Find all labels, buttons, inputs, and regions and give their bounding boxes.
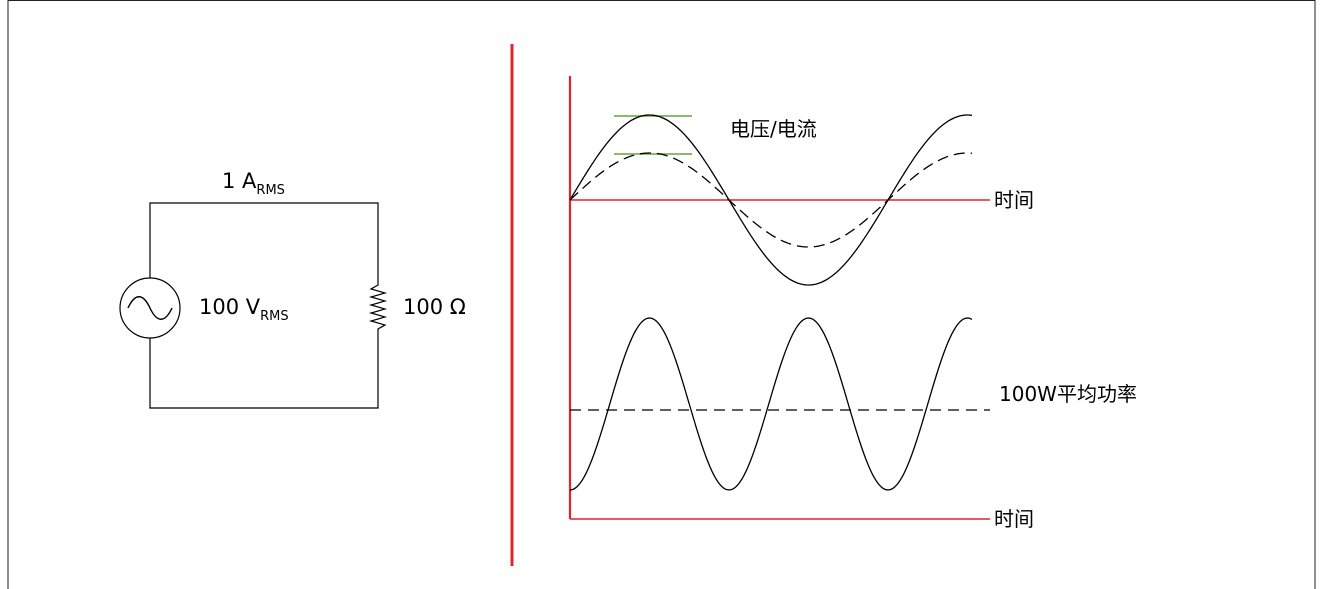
outer-border	[7, 0, 1316, 589]
circuit-wire-bottom	[149, 338, 379, 409]
resistor-value-label: 100 Ω	[403, 295, 466, 319]
circuit-wire-top	[149, 202, 379, 278]
current-waveform	[569, 152, 973, 248]
voltage-waveform	[569, 114, 973, 286]
average-power-label: 100W平均功率	[999, 382, 1137, 406]
ac-source-icon	[119, 277, 181, 339]
resistor-icon	[368, 278, 388, 338]
lower-time-label: 时间	[994, 507, 1034, 531]
power-waveform	[569, 317, 973, 491]
voltage-current-label: 电压/电流	[730, 117, 817, 141]
source-voltage-label: 100 VRMS	[199, 295, 289, 324]
waveform-panel: 电压/电流 时间 100W平均功率 时间	[568, 76, 1137, 531]
current-label: 1 ARMS	[222, 169, 285, 198]
upper-time-label: 时间	[994, 188, 1034, 212]
circuit-schematic: 1 ARMS 100 VRMS 100 Ω	[119, 169, 466, 409]
